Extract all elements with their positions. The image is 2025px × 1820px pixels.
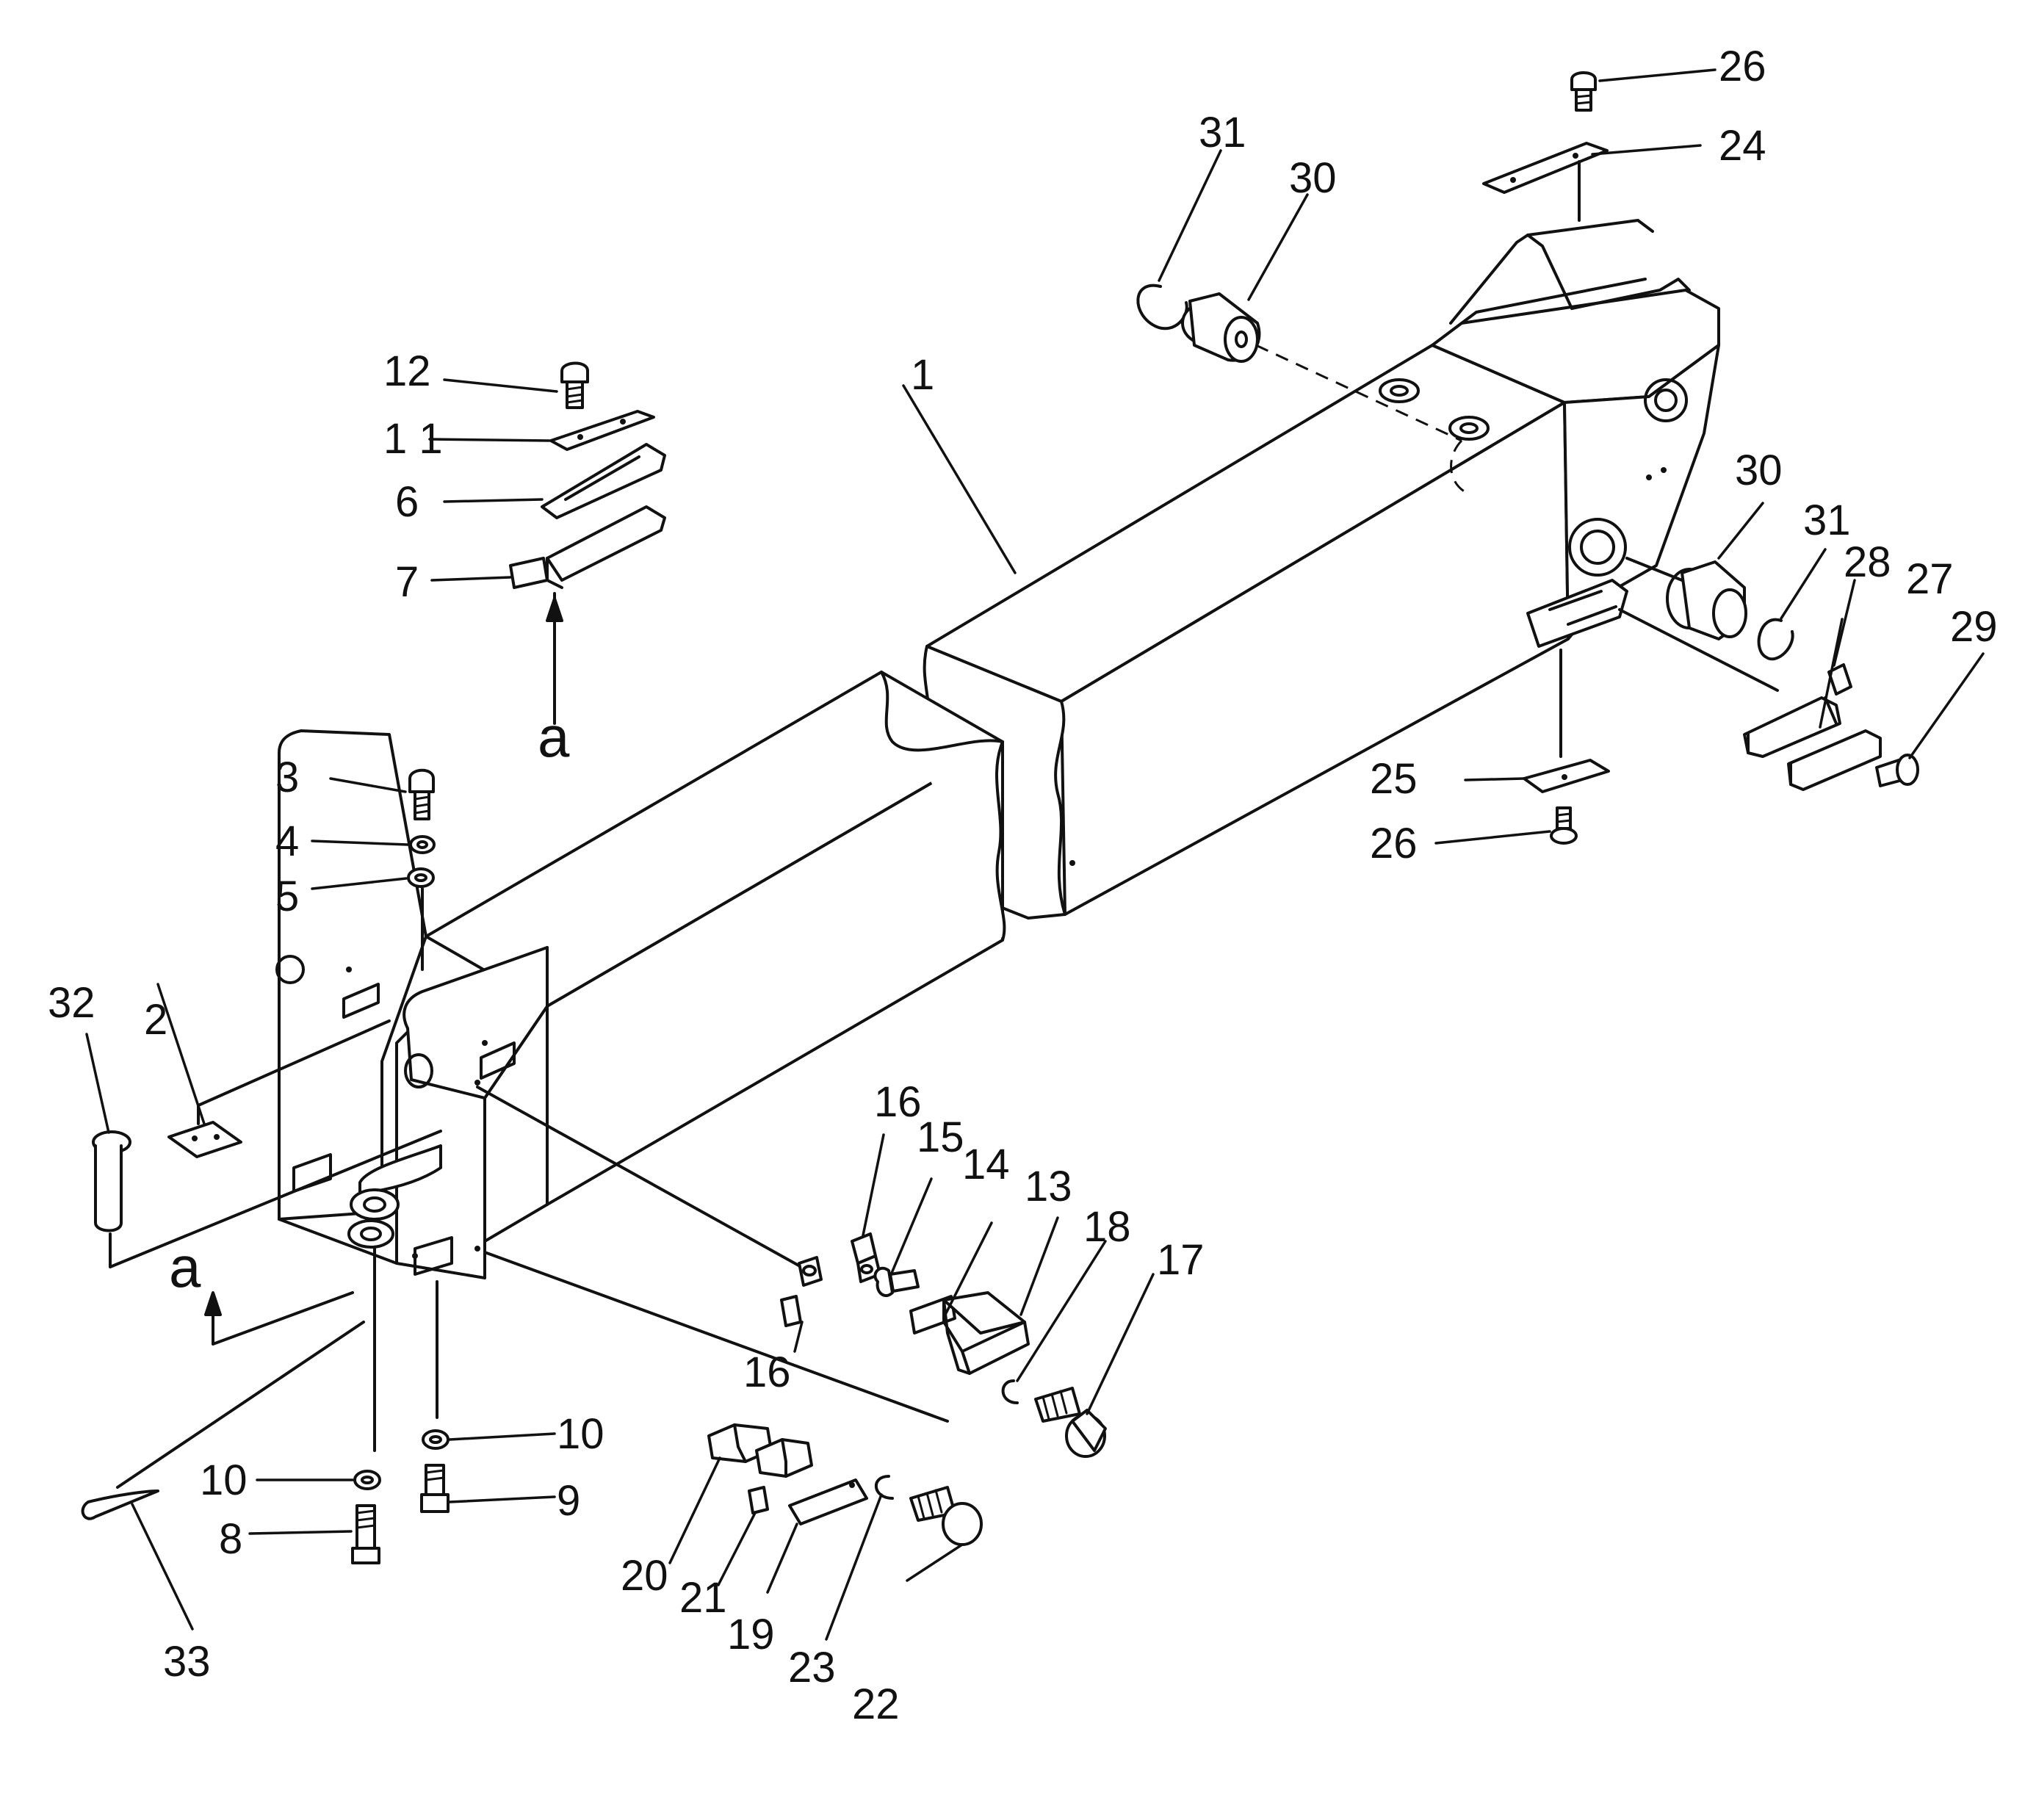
part-shim-2 xyxy=(167,1121,242,1158)
callout-9: 9 xyxy=(557,1477,580,1525)
part-bolt-8 xyxy=(351,1504,380,1564)
part-block-21 xyxy=(748,1438,813,1514)
callout-30-upper: 30 xyxy=(1289,154,1337,202)
callout-10-left: 10 xyxy=(200,1456,248,1504)
callout-6: 6 xyxy=(395,478,419,526)
callout-11: 1 1 xyxy=(383,415,443,463)
callout-18: 18 xyxy=(1083,1203,1131,1251)
callout-4: 4 xyxy=(275,817,299,865)
part-snap-ring-31-lower xyxy=(1757,618,1794,661)
callout-28: 28 xyxy=(1844,538,1891,586)
part-wear-pad-13 xyxy=(942,1291,1030,1375)
callout-leaders xyxy=(85,68,1985,1641)
part-lock-washer-4 xyxy=(409,835,436,854)
callout-3: 3 xyxy=(275,754,299,801)
part-bolt-29 xyxy=(1875,754,1919,787)
part-bracket-rear xyxy=(1526,579,1628,648)
callout-19: 19 xyxy=(727,1611,775,1658)
part-snap-ring-18 xyxy=(1001,1379,1019,1404)
assembly-line-pad-27 xyxy=(1618,608,1779,692)
callout-31-upper: 31 xyxy=(1199,109,1246,156)
view-marker-a-bottom: a xyxy=(169,1235,201,1299)
callout-32: 32 xyxy=(48,979,95,1027)
callout-15: 15 xyxy=(917,1113,964,1161)
callout-10-right: 10 xyxy=(557,1410,604,1458)
part-cotter-pin-33 xyxy=(81,1321,365,1520)
part-washer-10-left xyxy=(353,1470,381,1490)
callout-30-lower: 30 xyxy=(1735,447,1783,494)
part-bolt-15 xyxy=(873,1266,920,1297)
boom-front-section xyxy=(275,671,1006,1279)
part-washer-10-right xyxy=(422,1429,450,1450)
part-bolt-26-upper xyxy=(1570,71,1597,112)
part-pad-27-upper xyxy=(1743,696,1841,758)
part-roller-30-lower xyxy=(1666,560,1747,640)
callout-2: 2 xyxy=(144,996,167,1044)
part-bolt-9 xyxy=(420,1464,450,1513)
part-pad-6 xyxy=(541,443,666,519)
callout-5: 5 xyxy=(275,873,299,920)
part-pin-32 xyxy=(92,1130,131,1232)
callout-25: 25 xyxy=(1370,755,1418,803)
callout-22: 22 xyxy=(852,1680,900,1728)
callout-20: 20 xyxy=(621,1552,668,1600)
part-bolt-3 xyxy=(408,768,435,820)
callout-17: 17 xyxy=(1157,1236,1205,1284)
part-plate-11 xyxy=(549,410,655,451)
part-bolt-12 xyxy=(560,361,589,409)
callout-24: 24 xyxy=(1719,122,1766,170)
callout-7: 7 xyxy=(395,558,419,606)
view-a-bottom-arrow xyxy=(204,1291,354,1346)
callout-27: 27 xyxy=(1906,555,1954,603)
callout-13: 13 xyxy=(1025,1163,1072,1210)
callout-16-lower: 16 xyxy=(743,1348,791,1396)
callout-26-upper: 26 xyxy=(1719,43,1766,90)
part-pin-28 xyxy=(1827,663,1852,696)
part-roller-30-upper xyxy=(1181,292,1261,363)
part-plate-19 xyxy=(788,1478,868,1525)
part-plate-24 xyxy=(1482,142,1609,194)
part-snap-ring-23 xyxy=(875,1475,894,1500)
callout-29: 29 xyxy=(1950,603,1998,651)
view-a-top-arrow xyxy=(546,592,563,725)
callout-21: 21 xyxy=(679,1574,727,1622)
callout-16-upper: 16 xyxy=(874,1078,922,1126)
callout-31-lower: 31 xyxy=(1803,496,1851,544)
callout-12: 12 xyxy=(383,347,431,395)
part-bolt-22 xyxy=(909,1486,983,1546)
assembly-line-wearpad-19 xyxy=(483,1251,949,1423)
part-bolt-26-lower xyxy=(1550,806,1578,845)
part-nut-16-lower xyxy=(780,1256,823,1327)
boom-rear-section xyxy=(922,219,1720,920)
part-snap-ring-31-upper xyxy=(1136,284,1188,331)
callout-8: 8 xyxy=(219,1515,242,1563)
part-pad-27-lower xyxy=(1787,729,1882,791)
callout-33: 33 xyxy=(163,1638,211,1686)
assembly-line-roller-30-lower xyxy=(1625,557,1683,582)
callout-26-lower: 26 xyxy=(1370,820,1418,867)
part-washer-5 xyxy=(407,867,435,888)
view-marker-a-top: a xyxy=(538,704,570,769)
callout-23: 23 xyxy=(788,1644,836,1691)
callout-labels: 1 2 3 4 5 6 7 8 9 10 10 1 1 12 13 14 15 … xyxy=(48,43,1998,1728)
callout-14: 14 xyxy=(962,1141,1010,1188)
assembly-line-roller-30-upper xyxy=(1255,344,1462,442)
assembly-line-pin-32 xyxy=(109,1130,442,1268)
part-bolt-17 xyxy=(1034,1387,1107,1458)
part-plate-25 xyxy=(1523,759,1610,793)
part-pad-7 xyxy=(509,505,666,589)
callout-1: 1 xyxy=(911,351,934,399)
assembly-line-wearpad-13 xyxy=(476,1086,809,1272)
